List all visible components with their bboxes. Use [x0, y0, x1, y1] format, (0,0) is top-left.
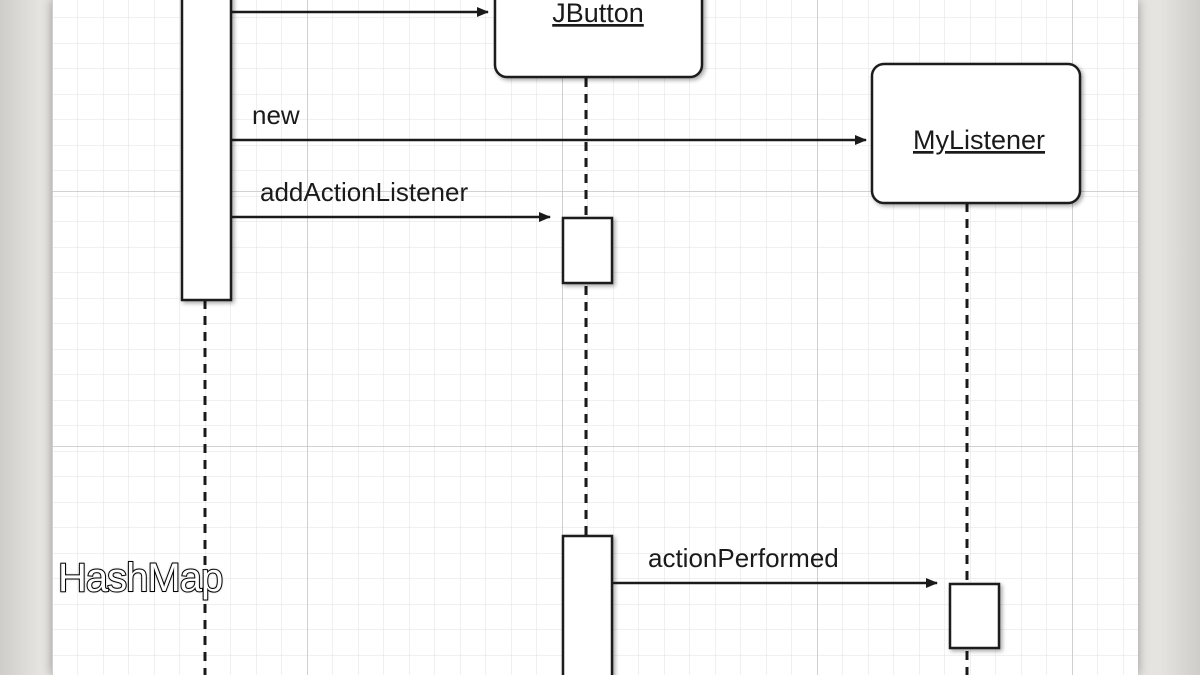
caption-overlay: HashMap [57, 556, 224, 600]
message-new-listener: new [231, 100, 867, 145]
caller-activation-bar [180, 0, 233, 302]
message-new-listener-label: new [252, 100, 300, 130]
mylistener-label: MyListener [913, 125, 1045, 155]
jbutton-activation-add [561, 216, 614, 285]
message-action-performed-label: actionPerformed [648, 543, 839, 573]
mylistener-activation [948, 582, 1001, 650]
jbutton-object-box [493, 0, 704, 79]
message-add-action-listener-label: addActionListener [260, 177, 468, 207]
message-add-action-listener: addActionListener [231, 177, 551, 222]
jbutton-object: JButton [493, 0, 704, 79]
jbutton-activation-fire [561, 534, 614, 675]
mylistener-object-box [870, 62, 1082, 205]
message-action-performed: actionPerformed [612, 543, 938, 588]
mylistener-object: MyListener [870, 62, 1082, 205]
jbutton-label: JButton [552, 0, 644, 28]
